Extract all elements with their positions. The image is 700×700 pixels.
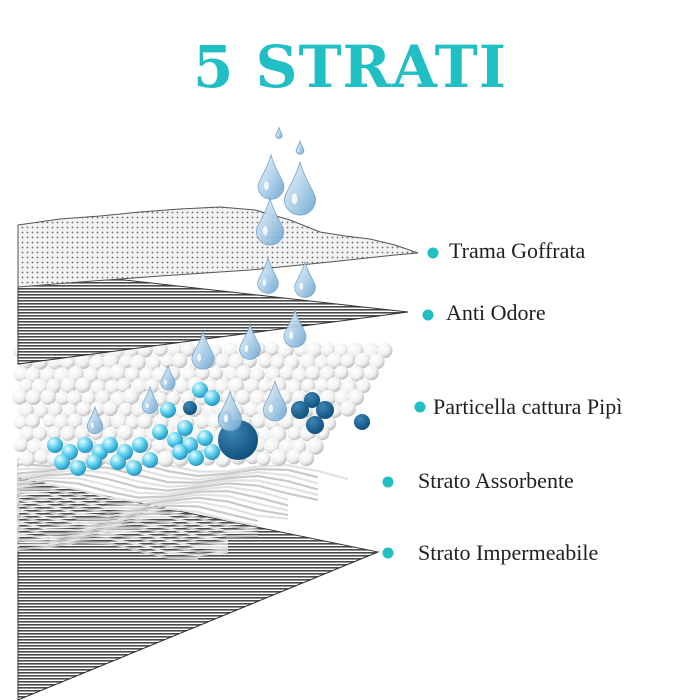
page-title: 5 STRATI <box>193 33 507 101</box>
bullet-5 <box>382 547 394 559</box>
layer-label-particella: Particella cattura Pipì <box>433 394 623 419</box>
anti-odor-layer <box>17 267 409 365</box>
bullet-3 <box>414 401 426 413</box>
bullet-2 <box>422 309 434 321</box>
absorbent-layer <box>16 454 349 560</box>
bullet-4 <box>382 476 394 488</box>
particle-layer <box>12 341 393 476</box>
water-drops <box>86 125 317 434</box>
layer-label-strato-assorbente: Strato Assorbente <box>418 468 574 493</box>
layer-label-strato-impermeabile: Strato Impermeabile <box>418 540 599 565</box>
layer-label-trama-goffrata: Trama Goffrata <box>449 238 586 263</box>
layer-label-anti-odore: Anti Odore <box>446 300 546 325</box>
bullet-1 <box>427 247 439 259</box>
embossed-layer <box>17 206 419 288</box>
